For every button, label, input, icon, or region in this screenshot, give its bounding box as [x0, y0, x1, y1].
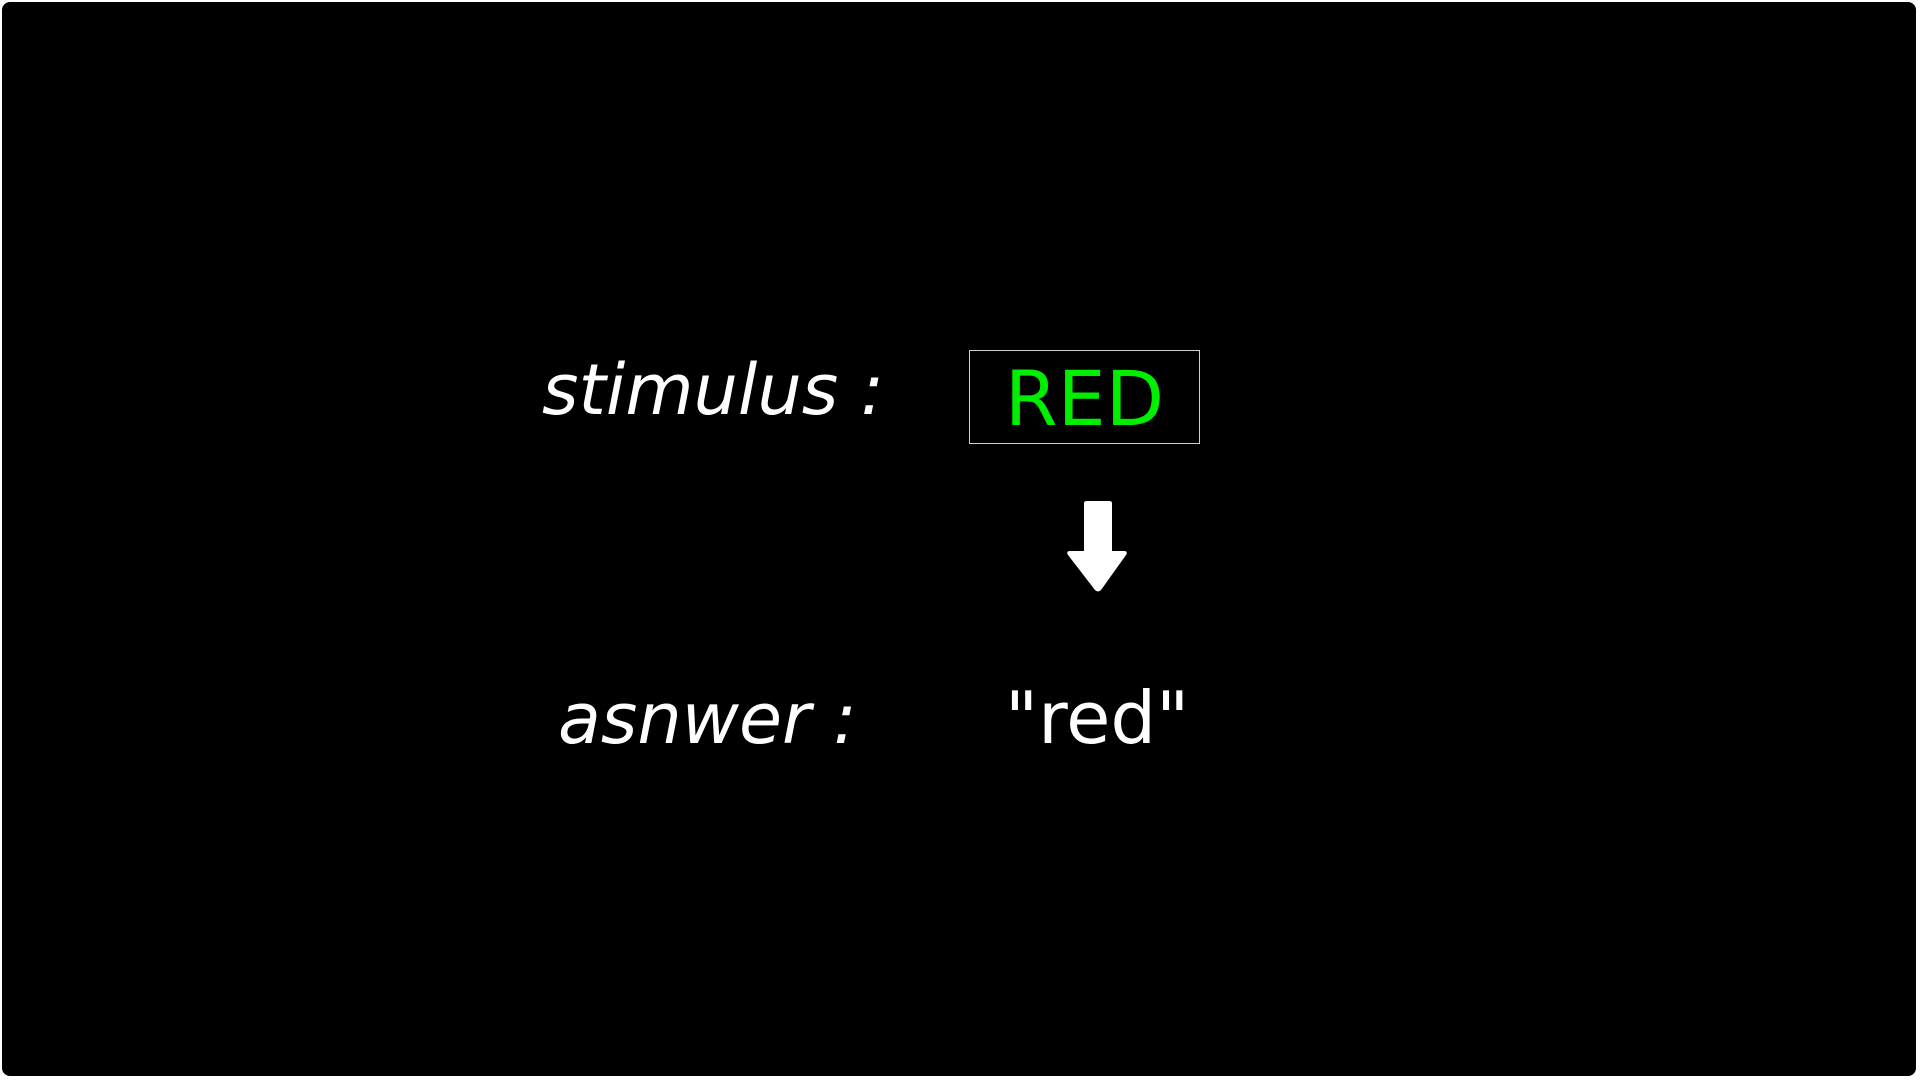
stimulus-label: stimulus :: [542, 349, 885, 431]
down-arrow-shape: [1067, 501, 1127, 592]
stimulus-box: RED: [969, 350, 1200, 444]
stimulus-word: RED: [1004, 354, 1165, 443]
answer-text: "red": [1005, 676, 1190, 760]
down-arrow-icon: [1067, 501, 1127, 592]
answer-label: asnwer :: [558, 678, 857, 760]
